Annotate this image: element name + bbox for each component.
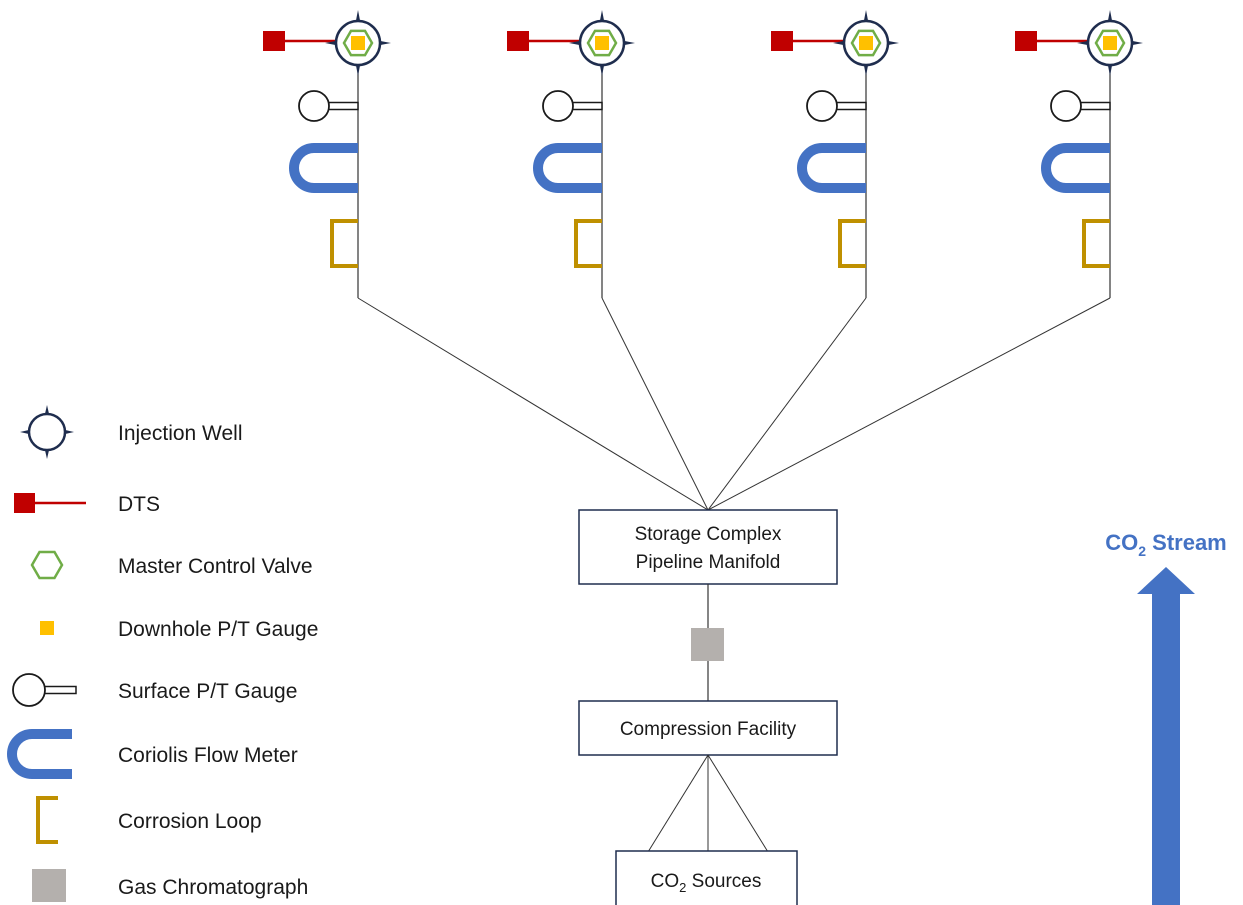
coriolis-flow-meter-icon (1041, 143, 1110, 193)
surface-gauge-icon (806, 90, 867, 122)
source-connectors (647, 754, 769, 853)
legend-item: Downhole P/T Gauge (40, 618, 318, 641)
legend-item: Master Control Valve (30, 550, 313, 580)
legend-label: Injection Well (118, 422, 243, 445)
well-connector-line (707, 297, 1111, 511)
legend-label: Surface P/T Gauge (118, 680, 297, 703)
surface-gauge-icon (1050, 90, 1111, 122)
legend-item: Gas Chromatograph (32, 869, 308, 902)
corrosion-loop-icon (36, 796, 58, 844)
coriolis-flow-meter-icon (533, 143, 602, 193)
manifold-box: Storage Complex Pipeline Manifold (578, 509, 838, 585)
injection-well-2 (507, 10, 635, 298)
gas-chromatograph-icon (691, 628, 724, 661)
dts-icon (263, 31, 285, 51)
master-control-valve-icon (30, 550, 64, 580)
well-connector-line (707, 297, 867, 511)
injection-well-icon (20, 405, 74, 459)
master-control-valve-icon (586, 29, 618, 57)
downhole-gauge-icon (595, 36, 609, 50)
legend-label: Coriolis Flow Meter (118, 744, 298, 767)
legend-label: Corrosion Loop (118, 810, 262, 833)
well-connector-line (357, 297, 709, 511)
compression-label: Compression Facility (620, 719, 797, 740)
dts-icon (1015, 31, 1037, 51)
dts-icon (771, 31, 793, 51)
master-control-valve-icon (1094, 29, 1126, 57)
master-control-valve-icon (850, 29, 882, 57)
stream-label: CO2 Stream (1105, 530, 1227, 559)
legend-item: Surface P/T Gauge (12, 673, 297, 707)
coriolis-flow-meter-icon (797, 143, 866, 193)
legend-item: Injection Well (20, 405, 243, 459)
downhole-gauge-icon (859, 36, 873, 50)
downhole-gauge-icon (1103, 36, 1117, 50)
dts-icon (507, 31, 529, 51)
injection-well-3 (771, 10, 899, 298)
corrosion-loop-icon (574, 219, 602, 268)
injection-well-1 (263, 10, 391, 298)
corrosion-loop-icon (838, 219, 866, 268)
gas-chromatograph-icon (32, 869, 66, 902)
legend-item: Coriolis Flow Meter (7, 729, 298, 779)
wells-group (263, 10, 1143, 298)
downhole-gauge-icon (40, 621, 54, 635)
well-connector-line (601, 297, 709, 511)
legend-label: Gas Chromatograph (118, 876, 308, 899)
injection-well-4 (1015, 10, 1143, 298)
legend-item: Corrosion Loop (36, 796, 262, 844)
surface-gauge-icon (542, 90, 603, 122)
legend-label: DTS (118, 493, 160, 516)
surface-gauge-icon (298, 90, 359, 122)
legend-label: Downhole P/T Gauge (118, 618, 318, 641)
downhole-gauge-icon (351, 36, 365, 50)
compression-box: Compression Facility (578, 700, 838, 756)
surface-gauge-icon (12, 673, 77, 707)
co2-stream-arrow: CO2 Stream (1105, 530, 1227, 905)
sources-label: CO2 Sources (651, 871, 762, 895)
sources-box: CO2 Sources (615, 850, 798, 905)
master-control-valve-icon (342, 29, 374, 57)
legend-label: Master Control Valve (118, 555, 313, 578)
coriolis-flow-meter-icon (7, 729, 72, 779)
legend-item: DTS (14, 493, 160, 516)
dts-icon (14, 493, 35, 513)
corrosion-loop-icon (330, 219, 358, 268)
coriolis-flow-meter-icon (289, 143, 358, 193)
manifold-label-line1: Storage Complex (635, 524, 782, 545)
well-connectors (357, 297, 1111, 511)
corrosion-loop-icon (1082, 219, 1110, 268)
manifold-label-line2: Pipeline Manifold (636, 552, 781, 573)
